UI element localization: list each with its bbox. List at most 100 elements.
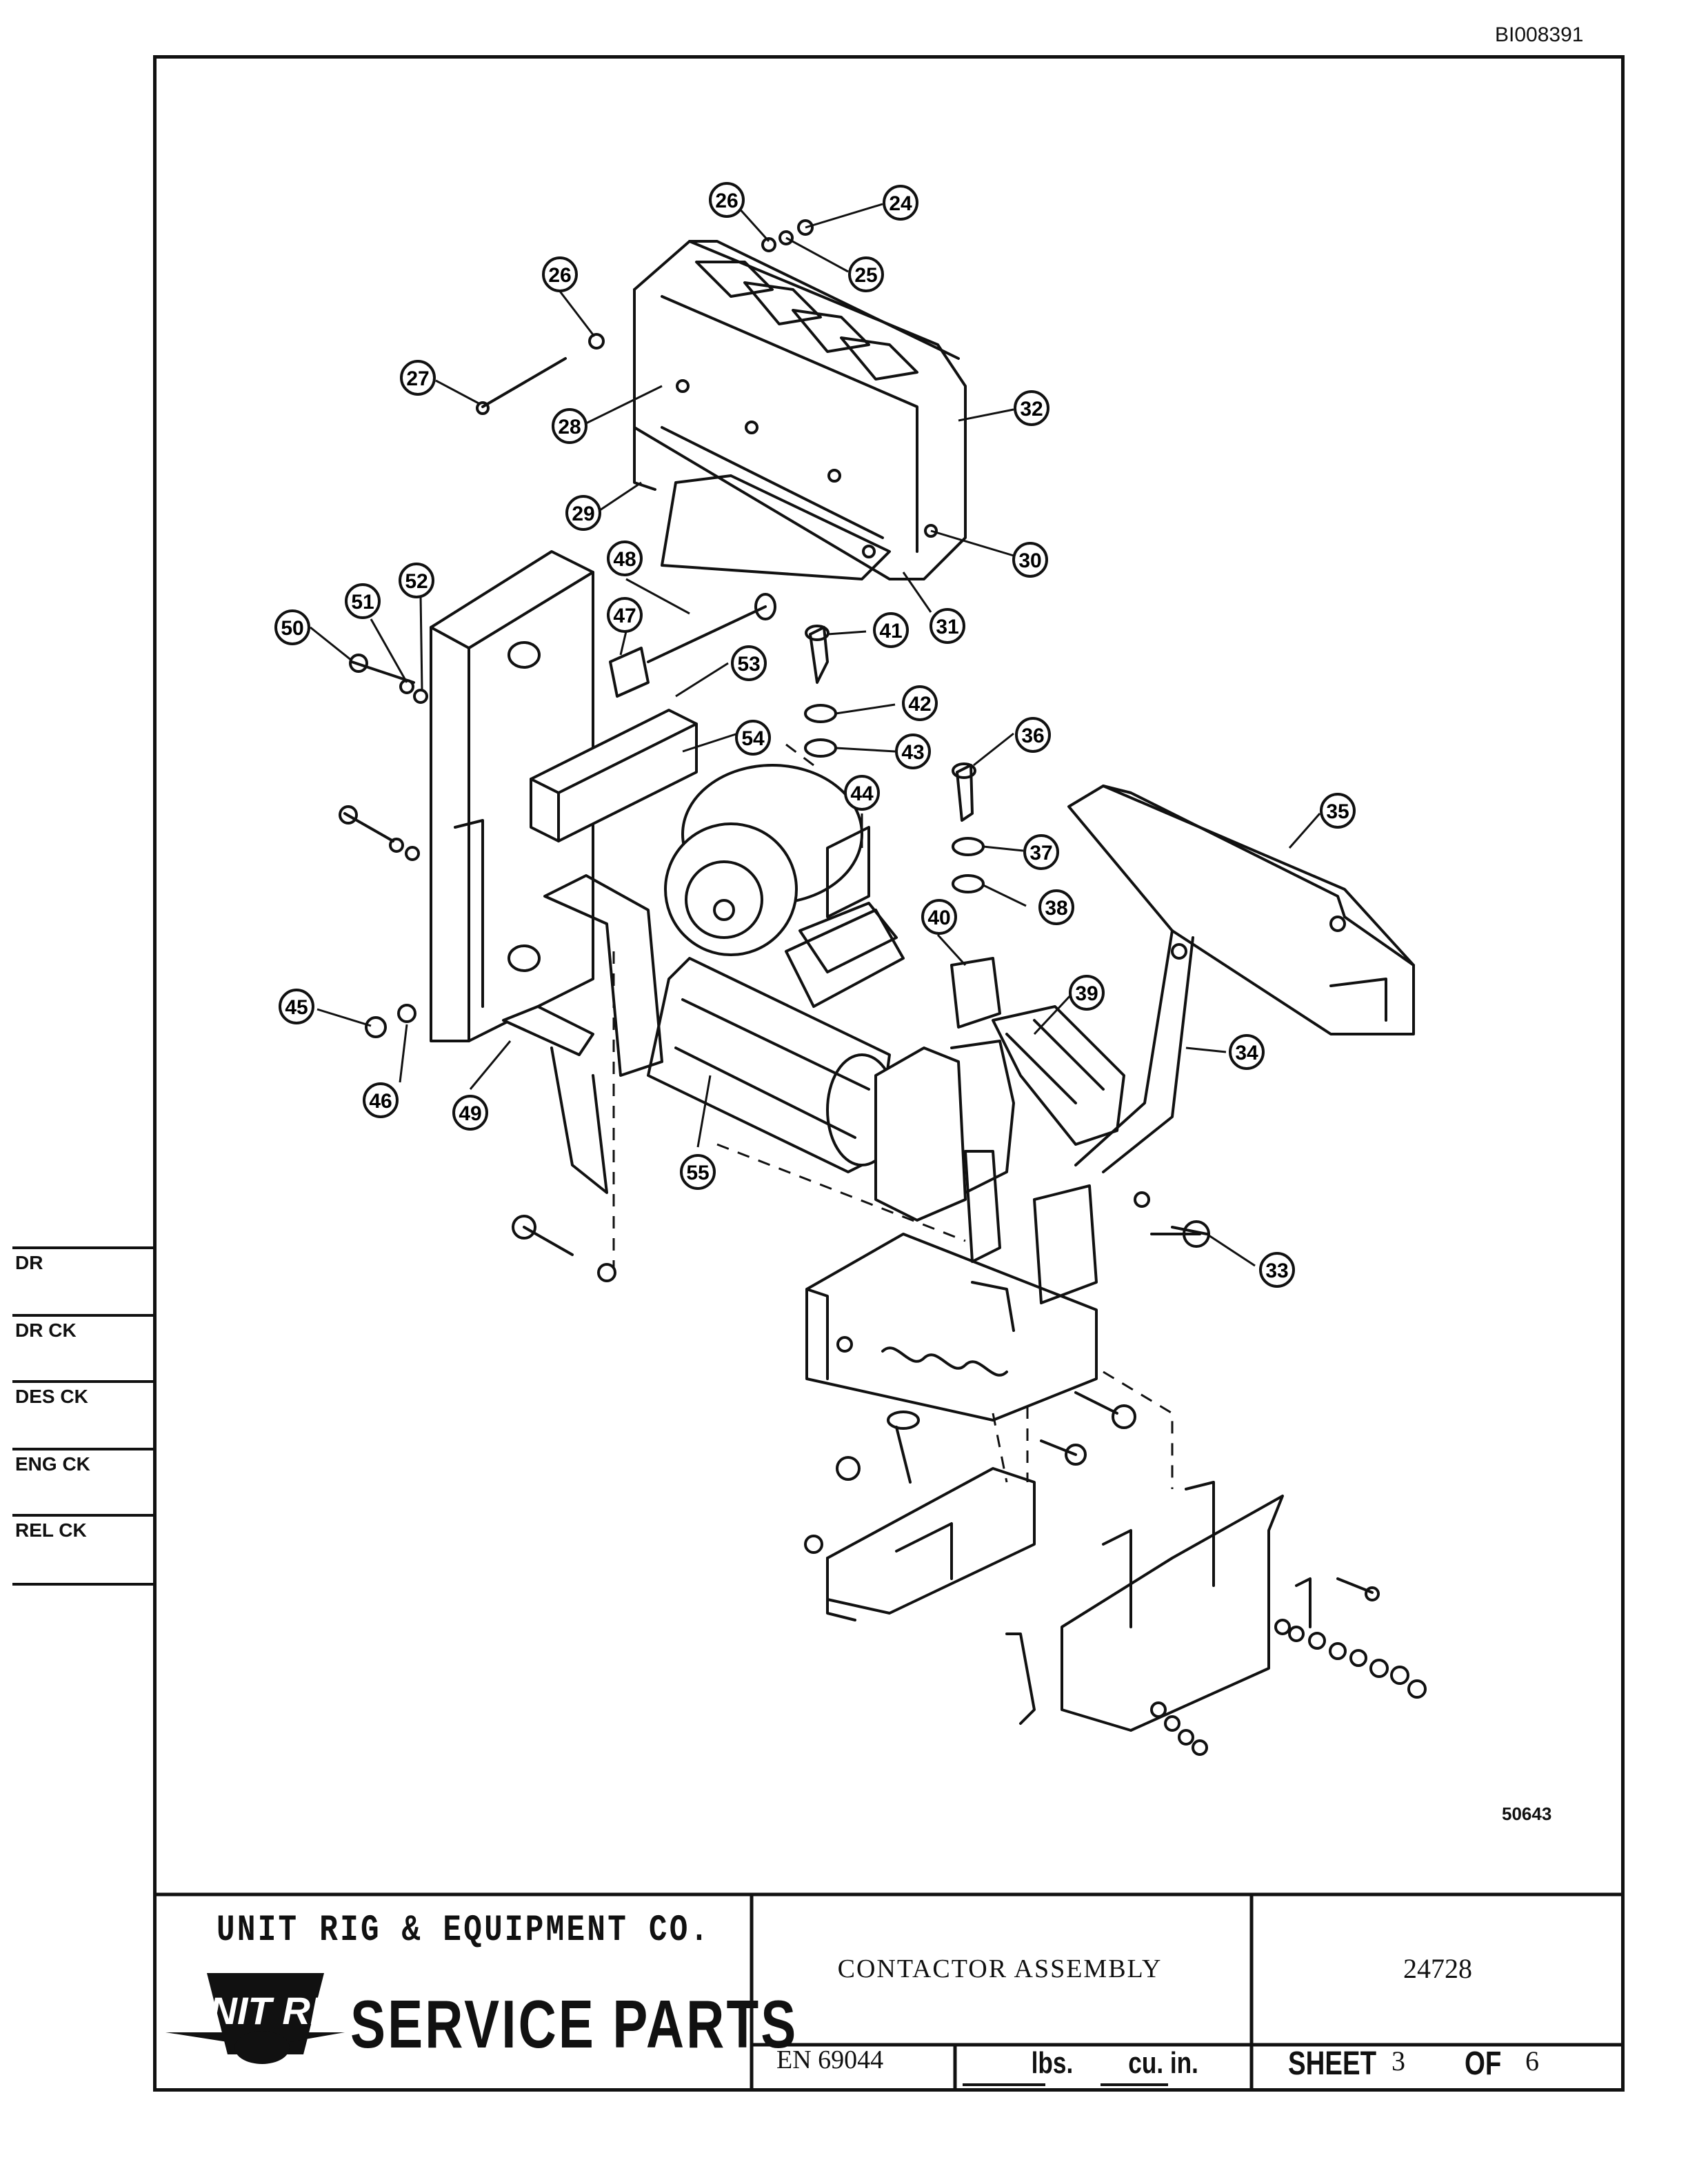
drawing-frame bbox=[153, 55, 1625, 2092]
svg-text:34: 34 bbox=[1235, 1042, 1258, 1064]
callout-45: 45 bbox=[279, 989, 314, 1024]
solenoid-barrel bbox=[647, 957, 898, 1173]
callout-25: 25 bbox=[848, 256, 884, 292]
svg-text:38: 38 bbox=[1045, 897, 1067, 920]
side-row-line bbox=[12, 1314, 153, 1317]
company-name: UNIT RIG & EQUIPMENT CO. bbox=[217, 1910, 711, 1952]
side-row-line bbox=[12, 1514, 153, 1517]
svg-text:28: 28 bbox=[558, 416, 581, 438]
callout-51: 51 bbox=[345, 583, 381, 619]
side-label-rel-ck: REL CK bbox=[15, 1519, 87, 1541]
svg-text:24: 24 bbox=[889, 192, 912, 215]
side-row-line bbox=[12, 1448, 153, 1450]
of-label: OF bbox=[1465, 2045, 1502, 2082]
svg-text:44: 44 bbox=[850, 782, 874, 805]
callout-43: 43 bbox=[895, 734, 931, 769]
unit-rig-logo: UNIT RIG bbox=[165, 1973, 351, 2064]
callout-49: 49 bbox=[452, 1095, 488, 1131]
callout-27: 27 bbox=[400, 360, 436, 396]
callout-40: 40 bbox=[921, 899, 957, 935]
arc-chute-cover bbox=[633, 240, 967, 580]
callout-35: 35 bbox=[1320, 793, 1356, 829]
callout-32: 32 bbox=[1014, 390, 1049, 426]
callout-53: 53 bbox=[731, 645, 767, 681]
shunt-bracket bbox=[502, 874, 663, 1194]
callout-26-top: 26 bbox=[709, 182, 745, 218]
callout-33: 33 bbox=[1259, 1252, 1295, 1288]
svg-text:43: 43 bbox=[901, 741, 924, 764]
callout-37: 37 bbox=[1023, 834, 1059, 870]
callout-29: 29 bbox=[565, 495, 601, 531]
callout-34: 34 bbox=[1229, 1034, 1265, 1070]
svg-text:32: 32 bbox=[1020, 398, 1043, 421]
side-label-des-ck: DES CK bbox=[15, 1386, 88, 1407]
weight-volume-field: lbs. cu. in. bbox=[958, 2046, 1198, 2081]
svg-text:40: 40 bbox=[927, 907, 950, 929]
magnet-core bbox=[530, 709, 698, 842]
callout-38: 38 bbox=[1038, 889, 1074, 925]
svg-text:25: 25 bbox=[854, 264, 877, 287]
side-row-line bbox=[12, 1583, 153, 1586]
sheet-total: 6 bbox=[1525, 2045, 1539, 2076]
svg-text:53: 53 bbox=[737, 653, 760, 676]
contact-block-right bbox=[1005, 1481, 1312, 1732]
operating-coil bbox=[664, 764, 905, 1008]
sheet-label: SHEET bbox=[1288, 2045, 1377, 2082]
callout-26-left: 26 bbox=[542, 256, 578, 292]
svg-text:46: 46 bbox=[369, 1090, 392, 1113]
drawing-reference-number: 50643 bbox=[1502, 1803, 1552, 1824]
callout-46: 46 bbox=[363, 1082, 399, 1118]
callout-31: 31 bbox=[930, 608, 965, 644]
svg-text:45: 45 bbox=[285, 996, 308, 1019]
drawing-title: CONTACTOR ASSEMBLY bbox=[837, 1954, 1163, 1983]
svg-text:37: 37 bbox=[1029, 842, 1052, 865]
svg-text:48: 48 bbox=[613, 548, 636, 571]
side-row-line bbox=[12, 1246, 153, 1249]
svg-text:36: 36 bbox=[1021, 725, 1044, 747]
callout-24: 24 bbox=[883, 185, 918, 221]
svg-text:29: 29 bbox=[572, 503, 594, 525]
callout-36: 36 bbox=[1015, 717, 1051, 753]
weight-label: lbs. bbox=[1031, 2046, 1074, 2080]
side-label-dr-ck: DR CK bbox=[15, 1320, 77, 1341]
svg-text:35: 35 bbox=[1326, 800, 1349, 823]
document-id: BI008391 bbox=[1495, 23, 1584, 46]
svg-text:27: 27 bbox=[406, 367, 429, 390]
callout-group: 24 25 26 26 27 28 29 30 31 32 33 34 35 3… bbox=[274, 182, 1356, 1288]
svg-text:26: 26 bbox=[715, 190, 738, 212]
volume-label: cu. in. bbox=[1128, 2046, 1198, 2080]
svg-text:31: 31 bbox=[936, 616, 958, 638]
part-number: 24728 bbox=[1403, 1953, 1472, 1984]
svg-text:54: 54 bbox=[741, 727, 765, 750]
svg-text:49: 49 bbox=[459, 1102, 481, 1125]
callout-47: 47 bbox=[607, 597, 643, 633]
callout-52: 52 bbox=[399, 563, 434, 598]
sheet-number: 3 bbox=[1391, 2045, 1405, 2076]
svg-text:33: 33 bbox=[1265, 1260, 1288, 1282]
lower-bracket bbox=[805, 1150, 1098, 1422]
callout-54: 54 bbox=[735, 720, 771, 756]
svg-text:55: 55 bbox=[686, 1162, 709, 1184]
callout-48: 48 bbox=[607, 540, 643, 576]
svg-text:39: 39 bbox=[1075, 982, 1098, 1005]
svg-text:52: 52 bbox=[405, 570, 428, 593]
armature-arm bbox=[1067, 785, 1415, 1173]
callout-39: 39 bbox=[1069, 975, 1105, 1011]
svg-text:42: 42 bbox=[908, 693, 931, 716]
callout-55: 55 bbox=[680, 1154, 716, 1190]
mounting-plate bbox=[430, 550, 594, 1042]
title-block-grid bbox=[153, 1892, 1625, 2092]
side-row-line bbox=[12, 1380, 153, 1383]
contact-block-left bbox=[826, 1467, 1036, 1621]
svg-text:51: 51 bbox=[351, 591, 374, 614]
svg-text:26: 26 bbox=[548, 264, 571, 287]
callout-41: 41 bbox=[873, 612, 909, 648]
svg-text:50: 50 bbox=[281, 617, 303, 640]
side-label-dr: DR bbox=[15, 1252, 43, 1273]
callout-50: 50 bbox=[274, 609, 310, 645]
service-parts-label: SERVICE PARTS bbox=[350, 1986, 798, 2062]
svg-text:47: 47 bbox=[613, 605, 636, 627]
callout-42: 42 bbox=[902, 685, 938, 721]
side-label-eng-ck: ENG CK bbox=[15, 1453, 90, 1475]
